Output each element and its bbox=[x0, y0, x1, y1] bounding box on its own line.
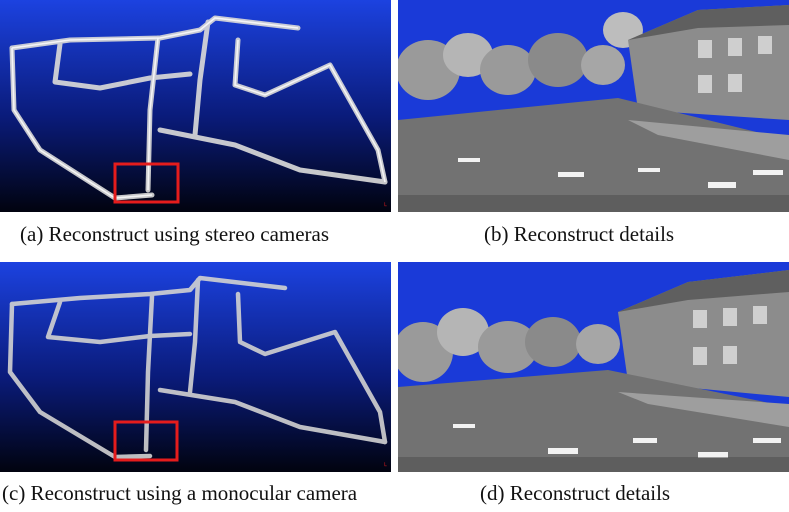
panel-d-monocular-detail bbox=[398, 262, 789, 472]
road bbox=[398, 370, 789, 472]
stereo-street-detail bbox=[398, 0, 789, 212]
caption-c: (c) Reconstruct using a monocular camera bbox=[2, 481, 358, 505]
panel-a-stereo-map: └ bbox=[0, 0, 391, 212]
caption-b: (b) Reconstruct details bbox=[484, 222, 675, 246]
panel-c-monocular-map: └ bbox=[0, 262, 391, 472]
svg-text:└: └ bbox=[383, 202, 387, 210]
house bbox=[628, 5, 789, 120]
tree-cluster bbox=[398, 308, 620, 382]
road-network-trace bbox=[7, 275, 388, 460]
tree-cluster bbox=[398, 12, 643, 100]
svg-text:└: └ bbox=[383, 462, 387, 470]
caption-a: (a) Reconstruct using stereo cameras bbox=[20, 222, 330, 246]
stereo-point-cloud-map: └ bbox=[0, 0, 391, 212]
panel-b-stereo-detail bbox=[398, 0, 789, 212]
monocular-street-detail bbox=[398, 262, 789, 472]
highlight-box bbox=[113, 420, 179, 462]
caption-d: (d) Reconstruct details bbox=[480, 481, 671, 505]
highlight-box bbox=[113, 162, 180, 204]
monocular-point-cloud-map: └ bbox=[0, 262, 391, 472]
